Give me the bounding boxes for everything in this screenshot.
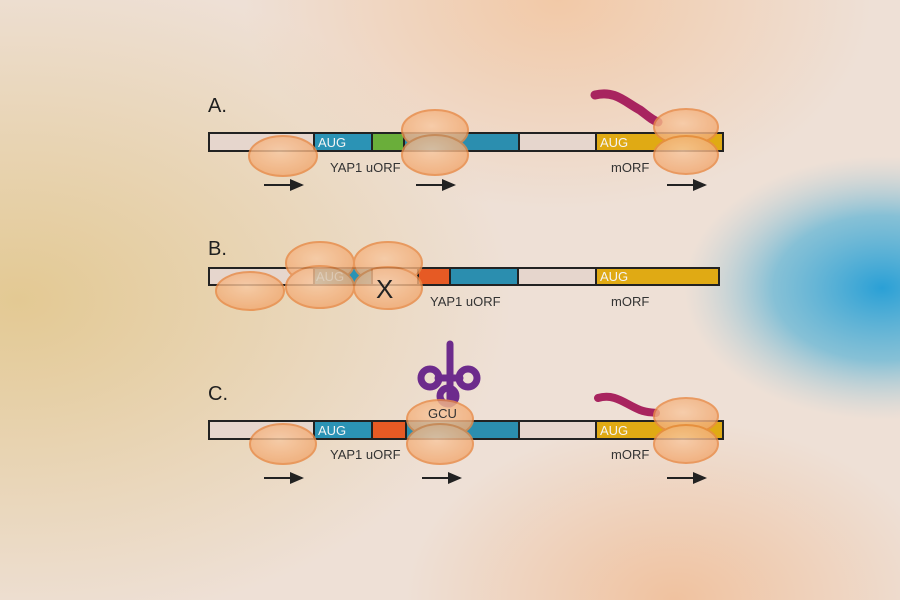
ribosome-scanning-c <box>249 423 317 465</box>
ribosome-uorf-c <box>406 399 474 465</box>
red-codon-segment-b <box>417 267 451 286</box>
ribosome-morf-c <box>653 397 719 464</box>
morf-start-label-a: AUG <box>600 135 628 150</box>
morf-name-c: mORF <box>611 447 649 462</box>
uorf-name-a: YAP1 uORF <box>330 160 401 175</box>
red-codon-segment-c <box>371 420 407 440</box>
ribosome-scanning-a <box>248 135 318 177</box>
panel-label-c: C. <box>208 383 228 405</box>
uorf-name-b: YAP1 uORF <box>430 294 501 309</box>
uorf-start-label-a: AUG <box>318 135 346 150</box>
morf-segment-b <box>595 267 720 286</box>
morf-start-label-b: AUG <box>600 269 628 284</box>
green-codon-segment-a <box>371 132 405 152</box>
ribosome-morf-a <box>653 108 719 175</box>
panel-label-a: A. <box>208 95 227 117</box>
morf-start-label-c: AUG <box>600 423 628 438</box>
morf-name-b: mORF <box>611 294 649 309</box>
stall-mark-b: X <box>376 274 393 304</box>
nascent-peptide-c <box>594 392 660 417</box>
ribosome-uorf-a <box>401 109 469 176</box>
panel-c: C. AUG AUG GCU <box>208 340 724 484</box>
hidden-aug-label-b: AUG <box>316 269 344 284</box>
morf-name-a: mORF <box>611 160 649 175</box>
trna-icon <box>417 340 481 408</box>
trna-codon-label-c: GCU <box>428 406 457 421</box>
mrna-strand-b: AUG <box>208 267 720 286</box>
nascent-peptide-a <box>590 89 663 127</box>
uorf-body-segment-b <box>449 267 519 286</box>
uorf-start-label-c: AUG <box>318 423 346 438</box>
ribosome-queue-b <box>215 241 423 311</box>
panel-b: B. AUG AUG X YAP1 uORF mORF <box>208 238 720 311</box>
panel-label-b: B. <box>208 238 227 260</box>
panel-a: A. AUG AUG YAP1 uORF mORF <box>208 89 724 191</box>
uorf-name-c: YAP1 uORF <box>330 447 401 462</box>
